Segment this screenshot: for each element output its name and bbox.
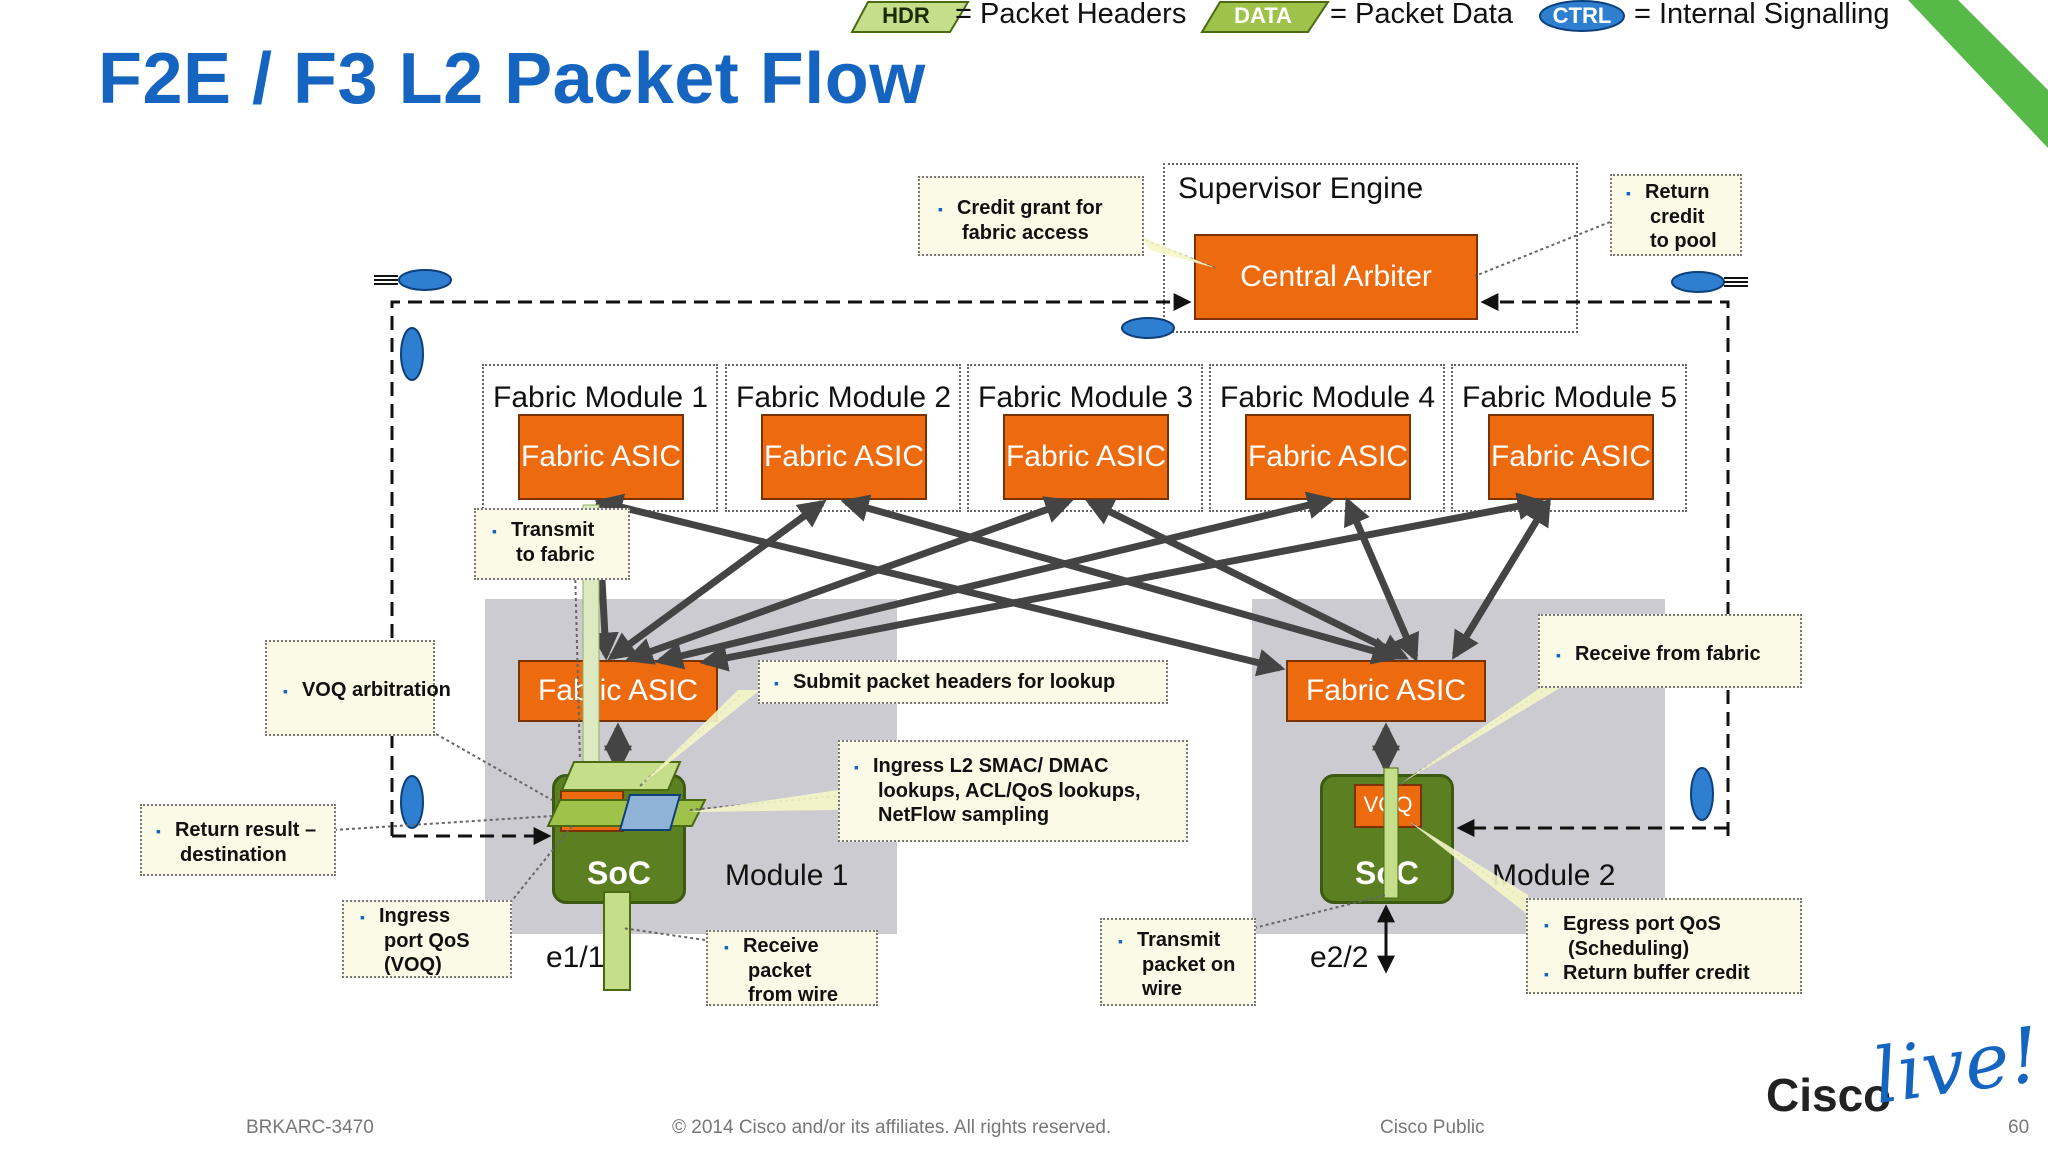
- fabric-module-3-label: Fabric Module 3: [978, 381, 1194, 414]
- data-legend-text: = Packet Data: [1330, 0, 1513, 30]
- footer-classification: Cisco Public: [1380, 1117, 1485, 1138]
- fabric-module-2-asic: Fabric ASIC: [761, 414, 927, 500]
- callout-egress-qos: ▪Egress port QoS (Scheduling) ▪Return bu…: [1526, 898, 1802, 994]
- callout-ingress-qos: ▪Ingress port QoS (VOQ): [342, 900, 512, 978]
- callout-transmit-on-wire: ▪Transmit packet on wire: [1100, 918, 1256, 1006]
- central-arbiter: Central Arbiter: [1194, 234, 1478, 320]
- ctrl-ovals: [398, 269, 1725, 829]
- mesh-m1-fm2: [607, 499, 827, 661]
- fabric-mesh-arrows: [585, 491, 1551, 677]
- data-legend-label: DATA: [1234, 3, 1292, 28]
- fabric-module-4-asic: Fabric ASIC: [1245, 414, 1411, 500]
- callout-voq-arbitration: ▪VOQ arbitration: [265, 640, 451, 736]
- cisco-logo-word: Cisco: [1766, 1069, 1892, 1121]
- callout-return-result: ▪Return result – destination: [140, 804, 336, 876]
- fabric-module-5-asic: Fabric ASIC: [1488, 414, 1654, 500]
- footer-copyright: © 2014 Cisco and/or its affiliates. All …: [672, 1117, 1112, 1138]
- callout-receive-from-wire: ▪Receive packet from wire: [706, 930, 878, 1006]
- fabric-module-2-label: Fabric Module 2: [736, 381, 952, 414]
- corner-ribbon: [1908, 0, 2048, 148]
- callout-receive-from-fabric: ▪Receive from fabric: [1538, 614, 1802, 688]
- ctrl-oval-top-right: [1671, 271, 1725, 293]
- callout-return-credit: ▪Return credit to pool: [1610, 174, 1742, 256]
- fabric-module-5-box: [1451, 364, 1687, 512]
- callout-submit-headers: ▪Submit packet headers for lookup: [758, 660, 1168, 704]
- hdr-legend-label: HDR: [882, 3, 930, 28]
- supervisor-engine-label: Supervisor Engine: [1178, 172, 1424, 205]
- callout-transmit-to-fabric: ▪Transmit to fabric: [474, 508, 630, 580]
- ctrl-oval-top-left: [398, 269, 452, 291]
- ctrl-legend-shape: [1539, 0, 1625, 32]
- hdr-legend-shape: [850, 0, 970, 33]
- ctrl-oval-left-vertical: [400, 327, 424, 381]
- hdr-legend-text: = Packet Headers: [955, 0, 1187, 30]
- mesh-m2-fm5: [1452, 497, 1551, 660]
- ctrl-oval-module2: [1690, 767, 1714, 821]
- mesh-m2-fm4: [1344, 496, 1419, 663]
- callout-ingress-lookups: ▪Ingress L2 SMAC/ DMAC lookups, ACL/QoS …: [838, 740, 1188, 842]
- mesh-m1-fm4: [654, 491, 1336, 670]
- page-title: F2E / F3 L2 Packet Flow: [98, 39, 926, 119]
- fabric-module-1-label: Fabric Module 1: [493, 381, 709, 414]
- fabric-module-3-asic: Fabric ASIC: [1003, 414, 1169, 500]
- port-e2-2-label: e2/2: [1310, 941, 1369, 974]
- footer-page-number: 60: [2008, 1117, 2030, 1138]
- ctrl-legend-text: = Internal Signalling: [1634, 0, 1890, 30]
- footer-session-code: BRKARC-3470: [246, 1117, 374, 1138]
- ctrl-oval-arbiter: [1121, 317, 1175, 339]
- module1-label: Module 1: [725, 859, 849, 892]
- callout-credit-grant: ▪Credit grant for fabric access: [918, 176, 1144, 256]
- fabric-module-4-label: Fabric Module 4: [1220, 381, 1436, 414]
- port-e1-1-label: e1/1: [546, 941, 605, 974]
- ctrl-legend-label: CTRL: [1552, 3, 1612, 28]
- data-legend-shape: [1200, 0, 1330, 33]
- ctrl-oval-module1: [400, 775, 424, 829]
- fabric-module-5-label: Fabric Module 5: [1462, 381, 1678, 414]
